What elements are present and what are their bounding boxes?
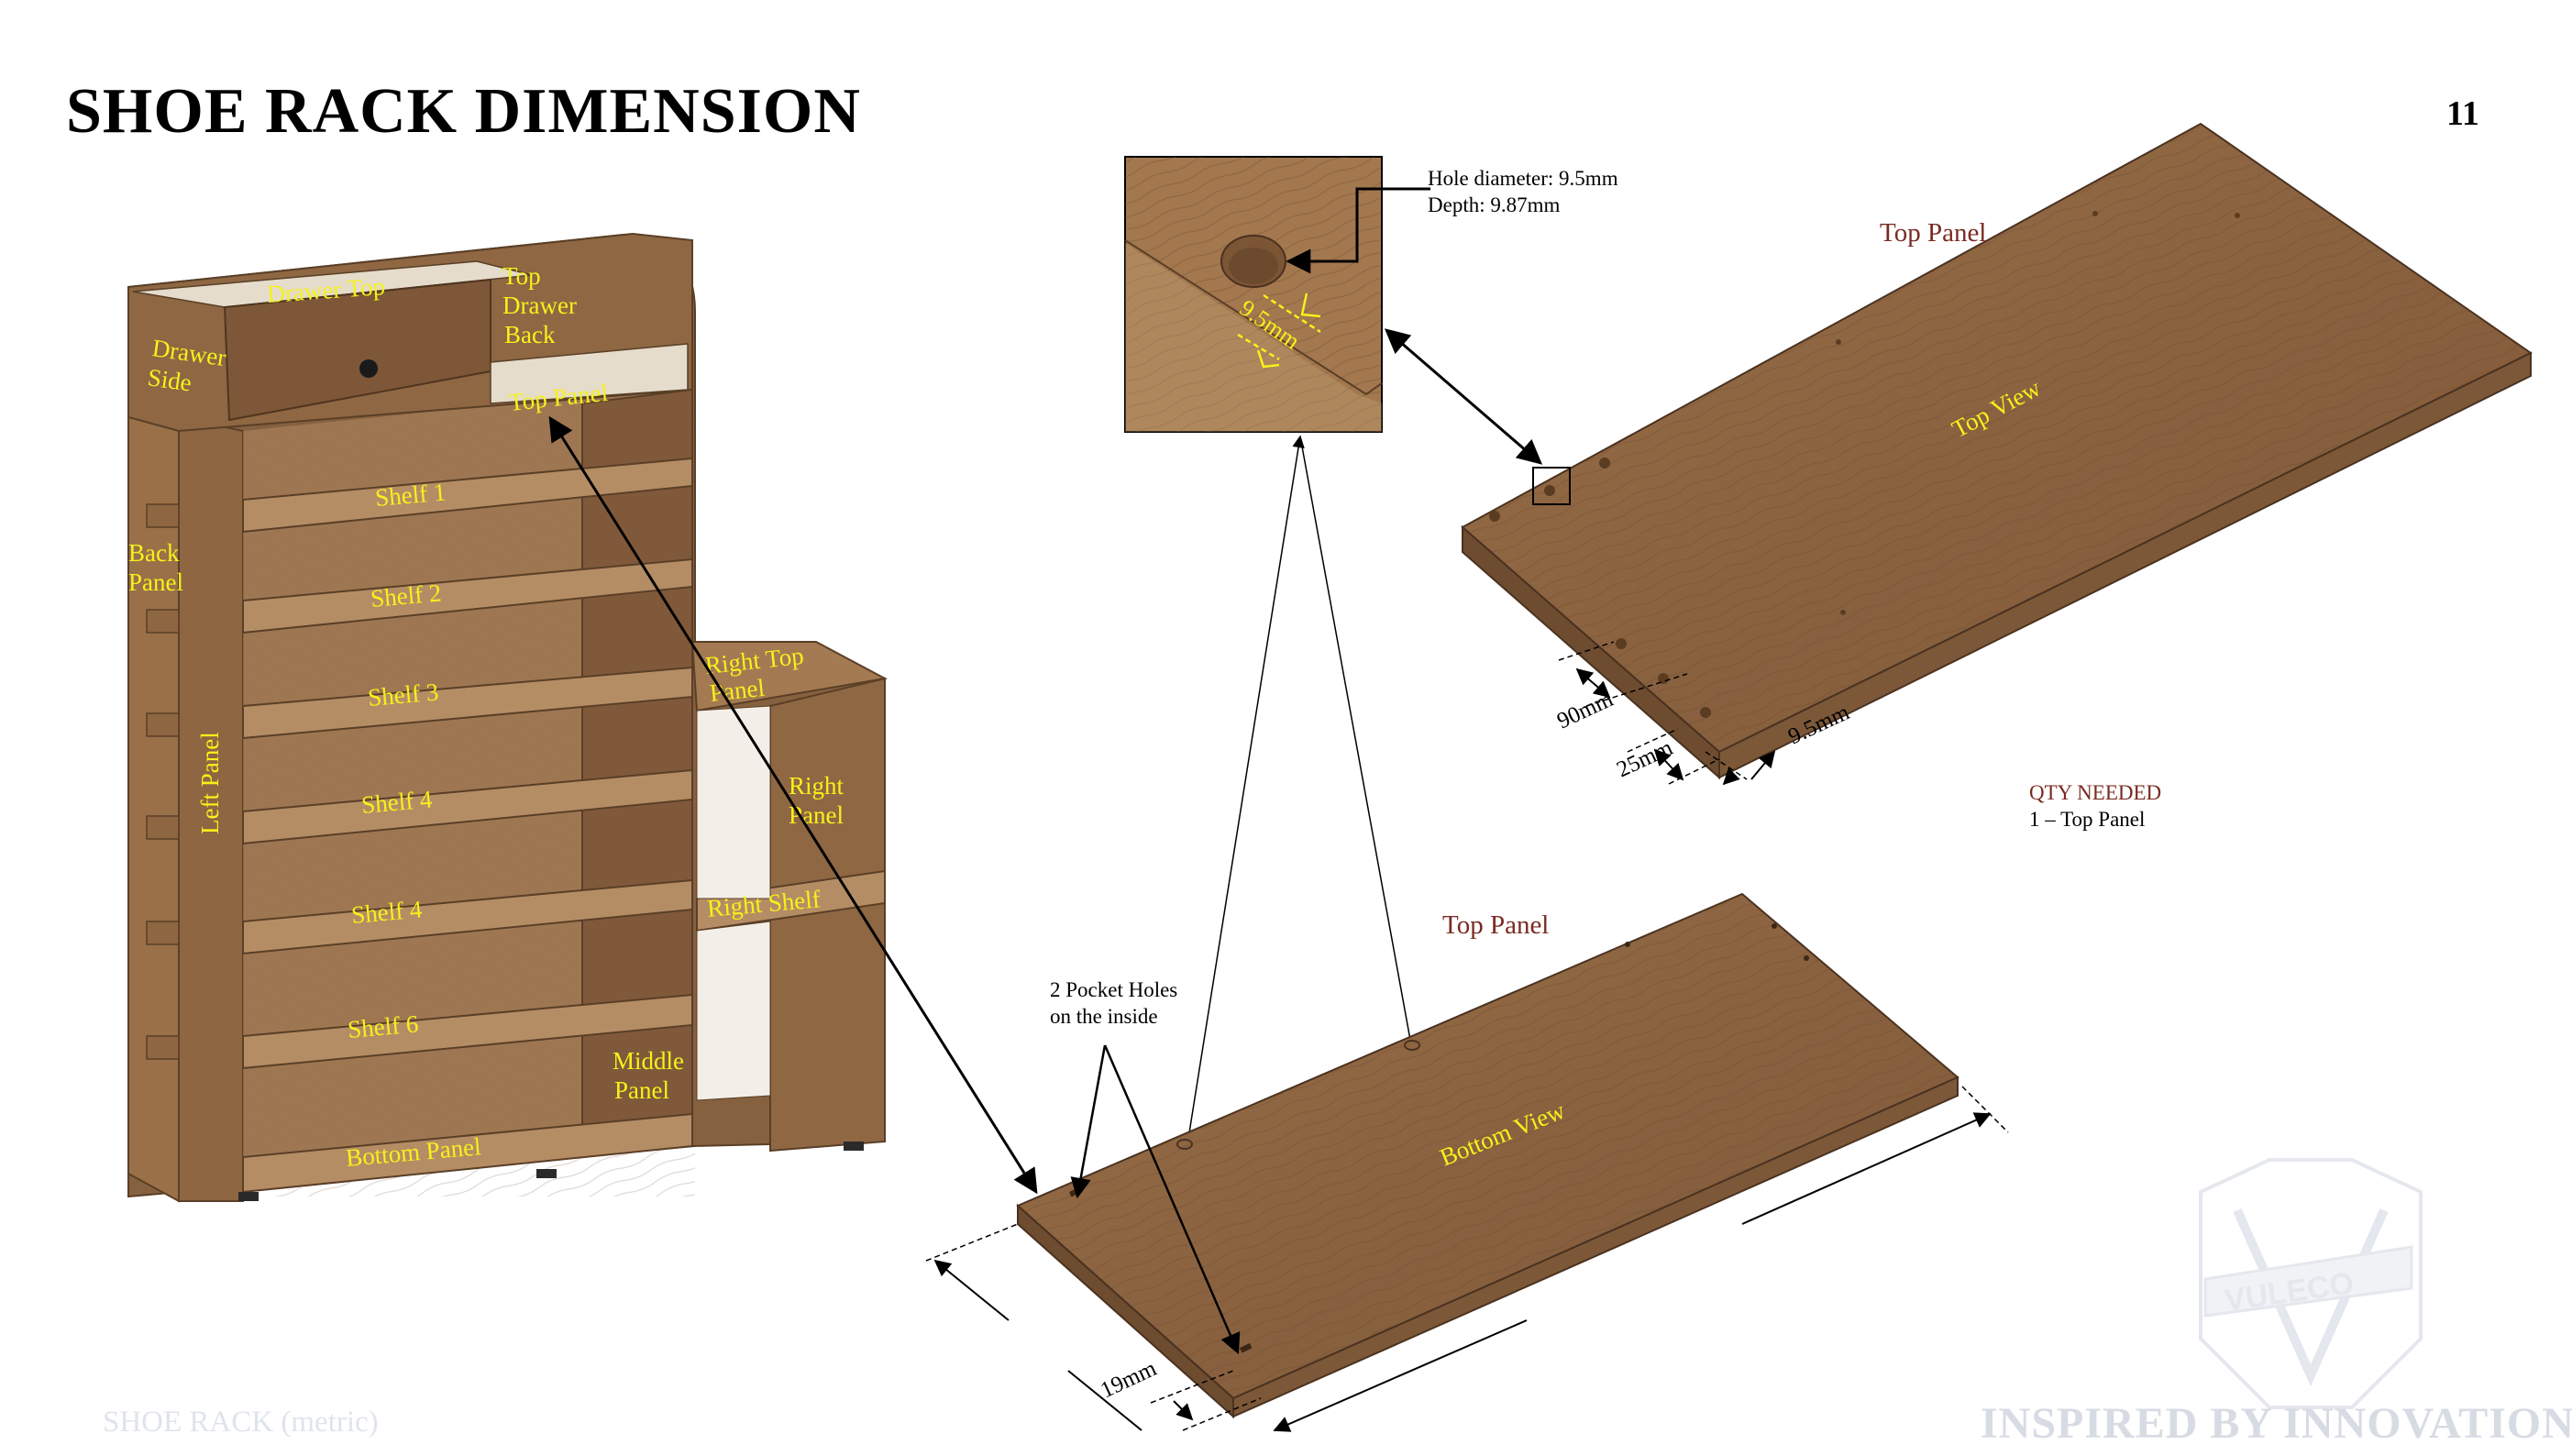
label-shelf-6: Shelf 6: [347, 1009, 420, 1043]
label-shelf-1: Shelf 1: [374, 478, 447, 512]
pocket-holes-note-2: on the inside: [1050, 1005, 1158, 1028]
footer-document-name: SHOE RACK (metric): [103, 1406, 379, 1439]
hole-depth-note: Depth: 9.87mm: [1428, 193, 1561, 216]
hole-detail-inset: 9.5mm: [1124, 156, 1383, 433]
dim-25mm: 25mm: [1613, 735, 1677, 783]
top-view-panel: 90mm 25mm 9.5mm Top View: [1461, 122, 2533, 786]
qty-block: QTY NEEDED 1 – Top Panel: [2029, 779, 2161, 833]
page-number: 11: [2446, 94, 2479, 133]
vuleco-logo: VULECO: [2199, 1158, 2423, 1409]
label-right-panel-1: Right: [789, 772, 844, 800]
page-title: SHOE RACK DIMENSION: [66, 76, 861, 147]
dim-90mm: 90mm: [1553, 687, 1617, 734]
label-back-panel-2: Panel: [128, 568, 183, 596]
label-drawer-side-2: Side: [146, 363, 193, 396]
dim-19mm: 19mm: [1097, 1356, 1161, 1404]
bottom-view-title: Top Panel: [1442, 910, 1550, 940]
footer-tagline: INSPIRED BY INNOVATION: [1981, 1399, 2572, 1448]
label-top-drawer-back-3: Back: [504, 321, 556, 348]
label-back-panel-1: Back: [128, 539, 180, 567]
label-top-drawer-back-1: Top: [502, 262, 541, 290]
qty-heading: QTY NEEDED: [2029, 781, 2162, 804]
label-right-panel-2: Panel: [789, 801, 844, 829]
label-shelf-4a: Shelf 4: [360, 785, 434, 819]
label-middle-panel-2: Panel: [614, 1076, 669, 1104]
pocket-holes-note-1: 2 Pocket Holes: [1050, 978, 1178, 1001]
label-middle-panel-1: Middle: [613, 1047, 684, 1075]
qty-item: 1 – Top Panel: [2029, 808, 2146, 831]
top-view-title: Top Panel: [1880, 218, 1987, 248]
shoe-rack-illustration: [127, 232, 889, 1203]
part-link-arrow: [548, 415, 1038, 1195]
label-left-panel: Left Panel: [196, 732, 224, 834]
hole-diameter-note: Hole diameter: 9.5mm: [1428, 167, 1618, 190]
bottom-view-panel: 19mm Bottom View: [925, 892, 2009, 1432]
label-right-top-panel-2: Panel: [708, 674, 766, 707]
label-shelf-3: Shelf 3: [367, 678, 440, 711]
label-top-drawer-back-2: Drawer: [502, 292, 577, 319]
label-shelf-2: Shelf 2: [370, 579, 443, 612]
label-shelf-4b: Shelf 4: [350, 895, 424, 929]
